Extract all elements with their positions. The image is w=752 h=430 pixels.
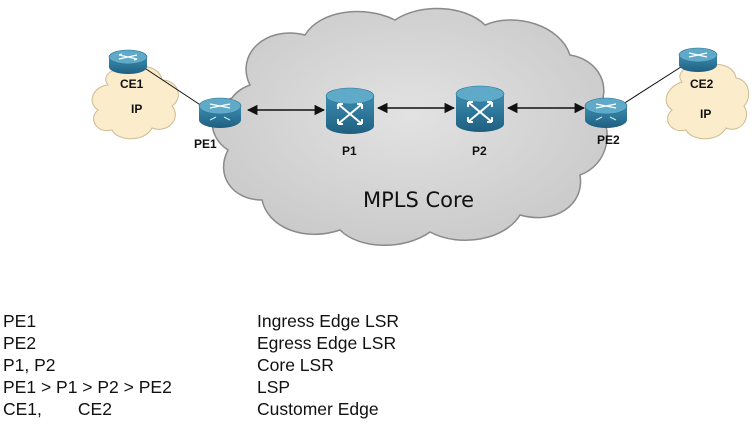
router-pe2-icon <box>584 97 628 128</box>
legend-desc: LSP <box>257 377 291 397</box>
legend-desc: Egress Edge LSR <box>257 333 397 353</box>
right-customer-site-cloud <box>665 63 750 140</box>
legend-desc: Ingress Edge LSR <box>257 311 400 331</box>
label-pe2: PE2 <box>597 133 620 147</box>
label-ce1: CE1 <box>120 77 144 91</box>
mpls-core-cloud <box>211 7 608 246</box>
link-ce1-pe1 <box>139 64 206 109</box>
legend-term-part: CE2 <box>77 399 112 419</box>
legend-term: PE1 > P1 > P2 > PE2 <box>3 377 172 397</box>
label-ip-left: IP <box>131 102 142 116</box>
label-ce2: CE2 <box>690 77 714 91</box>
legend-term: PE2 <box>3 333 37 353</box>
label-mpls-core: MPLS Core <box>363 188 474 212</box>
router-p2-icon <box>455 85 505 132</box>
router-ce2-icon <box>678 47 718 72</box>
legend-term: PE1 <box>3 311 37 331</box>
legend-term: P1, P2 <box>3 355 56 375</box>
router-p1-icon <box>325 87 375 134</box>
label-p2: P2 <box>472 144 487 158</box>
mpls-network-diagram: CE1 IP PE1 P1 P2 PE2 CE2 IP MPLS Core <box>91 7 750 246</box>
legend-desc: Customer Edge <box>257 399 379 419</box>
link-ce2-pe2 <box>619 64 685 107</box>
legend-term: CE1, CE2 <box>3 398 112 420</box>
legend-term-part: CE1, <box>3 399 42 419</box>
legend-desc: Core LSR <box>257 355 334 375</box>
label-p1: P1 <box>342 144 357 158</box>
label-ip-right: IP <box>700 107 711 121</box>
router-ce1-icon <box>108 49 148 74</box>
label-pe1: PE1 <box>194 137 217 151</box>
router-pe1-icon <box>198 97 242 128</box>
